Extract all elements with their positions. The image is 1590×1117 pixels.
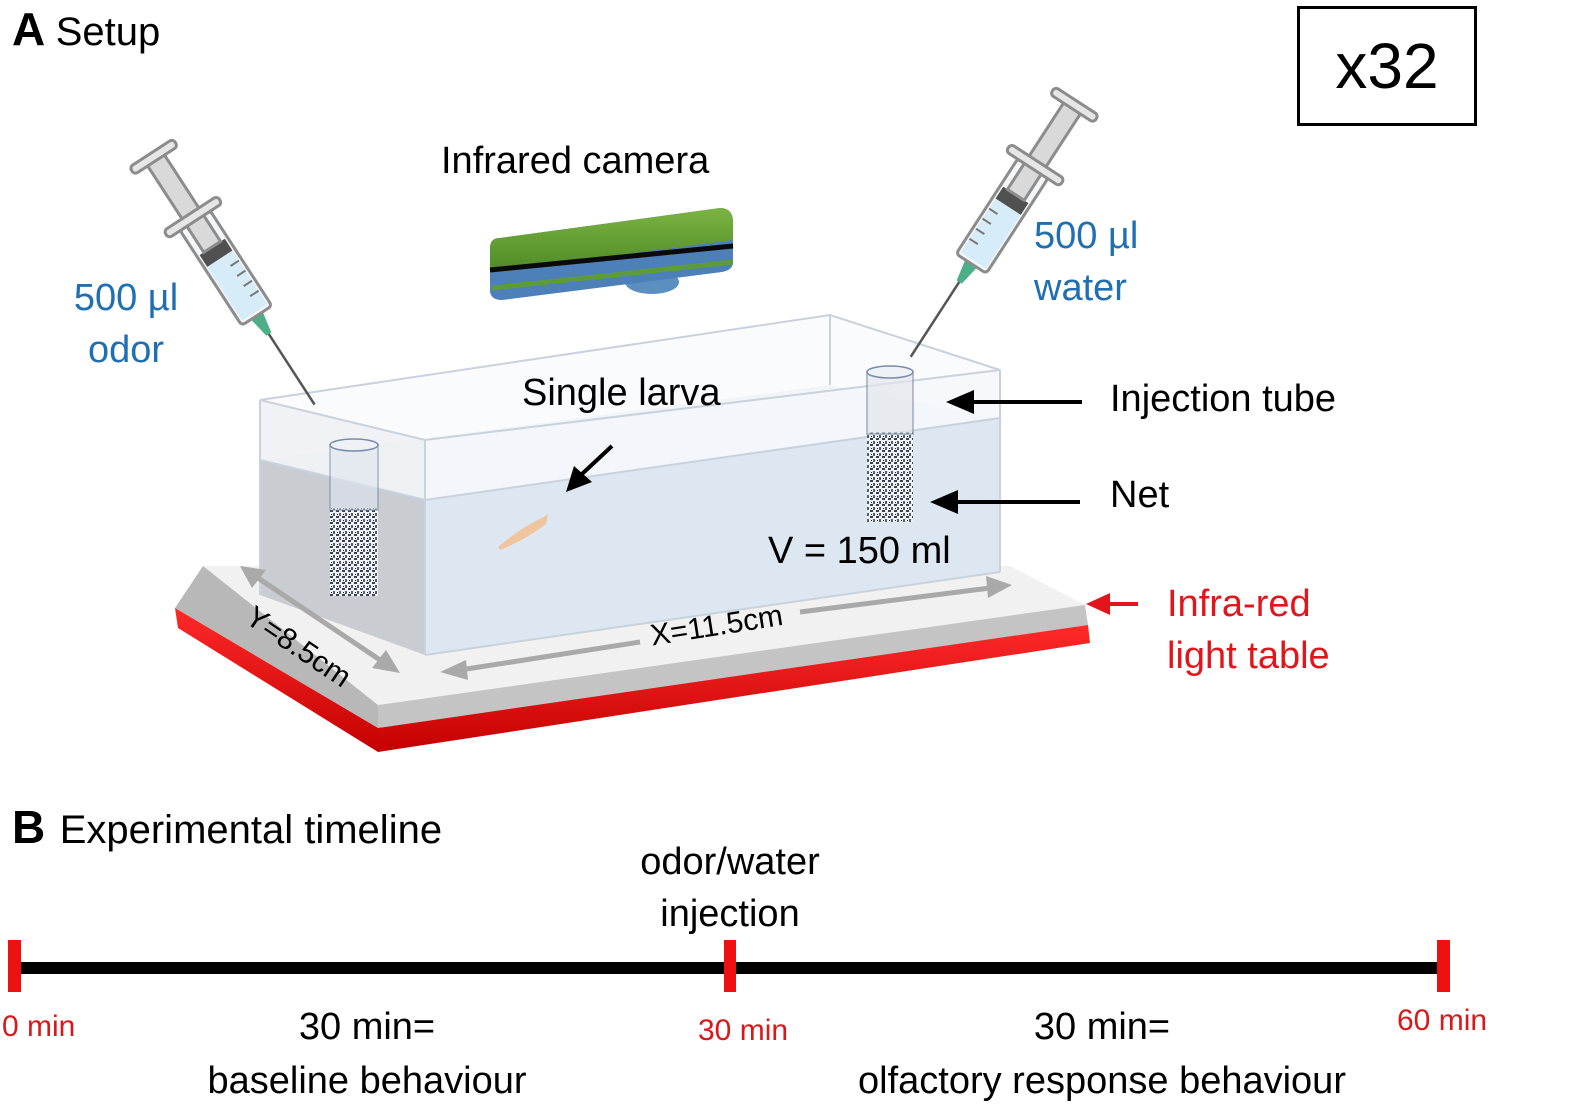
syringe-odor-icon: [129, 138, 316, 406]
panel-title-b: Experimental timeline: [59, 808, 443, 852]
tick-label-60: 60 min: [1397, 1004, 1488, 1037]
light-table-label: Infra-red light table: [1167, 578, 1330, 682]
injection-tube-left: [329, 438, 379, 596]
infrared-camera-icon: [489, 208, 734, 300]
larva-label: Single larva: [522, 372, 721, 414]
larva-arrow: [566, 444, 614, 492]
tick-label-0: 0 min: [2, 1010, 76, 1043]
panel-letter-a: A: [12, 3, 46, 55]
injection-event-line2: injection: [660, 893, 800, 935]
y-dimension-arrow: [240, 566, 400, 673]
injection-tube-label: Injection tube: [1110, 378, 1337, 420]
light-table-arrow: [1086, 593, 1138, 615]
response-phase-line2: olfactory response behaviour: [858, 1060, 1346, 1102]
odor-volume: 500 µl: [73, 277, 179, 319]
baseline-phase-line2: baseline behaviour: [207, 1060, 527, 1102]
odor-syringe-label: 500 µl odor: [64, 272, 188, 376]
x-dimension-arrow: [440, 576, 1012, 680]
response-phase-label: 30 min= olfactory response behaviour: [802, 1000, 1402, 1108]
red-light-edge-left: [175, 608, 378, 752]
water-syringe-label: 500 µl water: [1034, 210, 1138, 314]
net-right: [867, 432, 913, 522]
odor-content: odor: [87, 329, 165, 371]
tick-label-30: 30 min: [698, 1014, 789, 1047]
baseline-phase-line1: 30 min=: [298, 1006, 436, 1048]
net-left: [330, 508, 378, 596]
camera-label: Infrared camera: [441, 140, 710, 182]
light-table-label-line2: light table: [1167, 635, 1330, 677]
larva: [498, 514, 548, 550]
panel-b-header: B Experimental timeline: [12, 800, 442, 854]
tick-mark-60: [1437, 940, 1450, 992]
replicates-label: x32: [1335, 30, 1439, 102]
injection-tube-right: [866, 365, 914, 522]
net-arrow: [930, 490, 1080, 514]
panel-title-a: Setup: [55, 10, 161, 54]
injection-event-line1: odor/water: [640, 841, 820, 883]
timeline: [8, 940, 1450, 992]
light-table-label-line1: Infra-red: [1167, 583, 1311, 625]
syringe-water-icon: [909, 86, 1099, 358]
water-content: water: [1034, 267, 1127, 309]
replicates-box: x32: [1297, 6, 1477, 126]
water-volume: 500 µl: [1034, 215, 1139, 257]
tick-mark-30: [724, 940, 736, 992]
red-light-edge-front: [378, 625, 1090, 752]
panel-a-header: A Setup: [12, 2, 160, 56]
volume-label: V = 150 ml: [768, 530, 951, 572]
baseline-phase-label: 30 min= baseline behaviour: [167, 1000, 567, 1108]
injection-tube-arrow: [946, 390, 1082, 414]
injection-event-label: odor/water injection: [580, 836, 880, 940]
tick-mark-0: [8, 940, 21, 992]
net-label: Net: [1110, 474, 1170, 516]
response-phase-line1: 30 min=: [1033, 1006, 1171, 1048]
panel-letter-b: B: [12, 801, 46, 853]
